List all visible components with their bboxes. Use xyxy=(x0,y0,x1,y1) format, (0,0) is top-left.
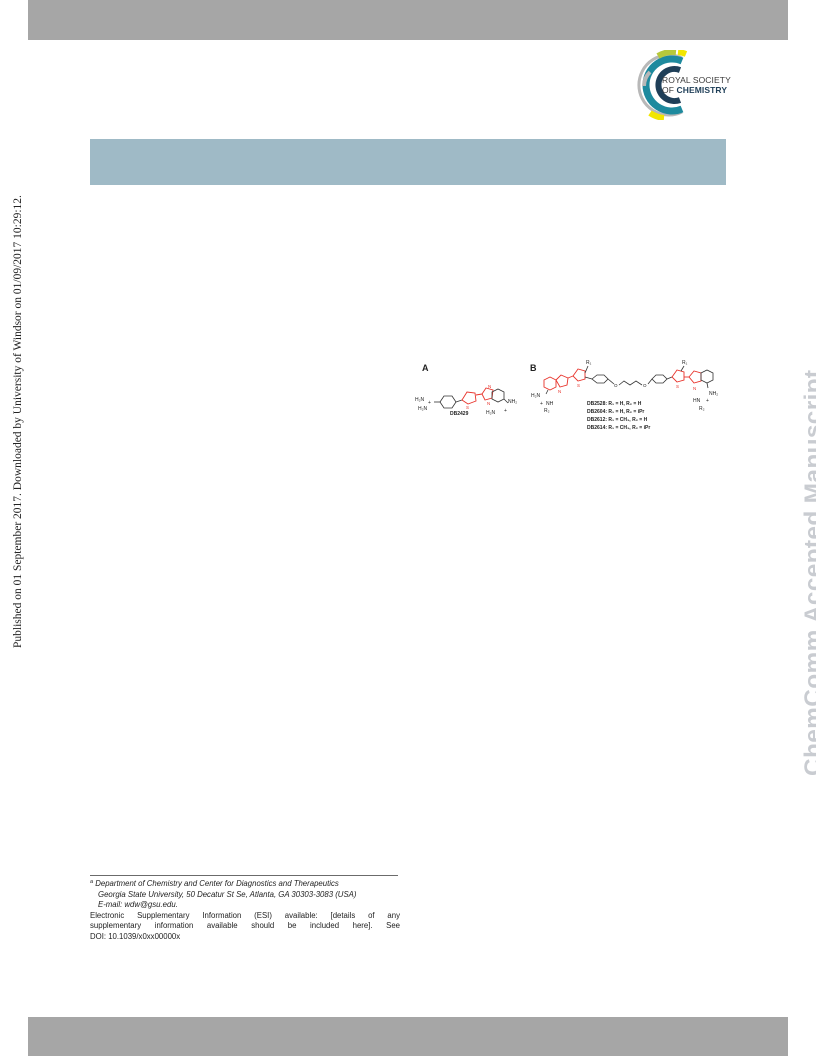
rsc-logo xyxy=(637,50,688,120)
publication-notice: Published on 01 September 2017. Download… xyxy=(12,195,24,648)
compound-list: DB2528: R₁ = H, R₂ = H DB2604: R₁ = H, R… xyxy=(587,401,650,431)
b-r2-left: R₂ xyxy=(544,408,550,414)
compound-db2614: DB2614: R₁ = CH₃, R₂ = iPr xyxy=(587,425,650,431)
affiliation-email: E-mail: wdw@gsu.edu. xyxy=(98,900,178,909)
b-r1-right: R₁ xyxy=(682,360,688,366)
affiliation-line-1: a Department of Chemistry and Center for… xyxy=(90,879,339,888)
affiliation-line-2: Georgia State University, 50 Decatur St … xyxy=(98,889,357,899)
rsc-logo-text: ROYAL SOCIETY OF CHEMISTRY xyxy=(662,75,731,95)
b-amidine-left-h2n: H₂N xyxy=(531,393,541,399)
esi-line-2: supplementary information available shou… xyxy=(90,921,400,930)
b-amidine-right-hn: HN xyxy=(693,398,701,404)
b-plus-left: + xyxy=(540,401,543,407)
panel-b-label: B xyxy=(530,363,537,373)
b-amidine-right-nh2: NH₂ xyxy=(709,391,718,397)
article-title-band xyxy=(90,139,726,185)
esi-line-1: Electronic Supplementary Information (ES… xyxy=(90,910,400,920)
b-r2-right: R₂ xyxy=(699,406,705,412)
bottom-footer-bar xyxy=(28,1017,788,1056)
compound-db2528: DB2528: R₁ = H, R₂ = H xyxy=(587,401,642,407)
b-r1-left: R₁ xyxy=(586,360,592,366)
b-imidazole-n-right: N xyxy=(693,386,696,391)
logo-line-2: OF CHEMISTRY xyxy=(662,84,728,95)
a-plus: + xyxy=(428,400,431,406)
a-amidine-bottom: H₂N xyxy=(418,406,428,412)
b-plus-right: + xyxy=(706,398,709,404)
esi-doi: DOI: 10.1039/x0xx00000x xyxy=(90,931,181,941)
b-amidine-left-nh: NH xyxy=(546,401,554,407)
b-thiophene-s-left: S xyxy=(577,383,580,388)
top-header-bar xyxy=(28,0,788,40)
panel-a-label: A xyxy=(422,363,429,373)
b-ether-o-left: O xyxy=(614,383,618,388)
compound-db2604: DB2604: R₁ = H, R₂ = iPr xyxy=(587,409,644,415)
b-thiophene-s-right: S xyxy=(676,384,679,389)
b-imidazole-n-left: N xyxy=(558,389,561,394)
b-ether-o-right: O xyxy=(643,383,647,388)
footnote-divider xyxy=(90,875,398,876)
a-imidazole-n2: N xyxy=(487,401,490,406)
a-amidine-right-nh2: NH₂ xyxy=(508,399,517,405)
footnotes: a Department of Chemistry and Center for… xyxy=(90,877,400,942)
compound-db2612: DB2612: R₁ = CH₃, R₂ = H xyxy=(587,417,648,423)
compound-structures-figure: A H₂N + H₂N S N N NH₂ H₂N + DB2429 B H₂N… xyxy=(415,360,718,431)
a-imidazole-n1: N xyxy=(488,384,491,389)
logo-line-1: ROYAL SOCIETY xyxy=(662,75,731,85)
accepted-manuscript-watermark: ChemComm Accepted Manuscript xyxy=(800,369,816,776)
compound-db2429: DB2429 xyxy=(450,411,469,417)
a-thiophene-s: S xyxy=(466,405,469,410)
a-amidine-top: H₂N xyxy=(415,397,425,403)
a-amidine-right-h2n: H₂N xyxy=(486,410,496,416)
a-plus-right: + xyxy=(504,408,507,414)
